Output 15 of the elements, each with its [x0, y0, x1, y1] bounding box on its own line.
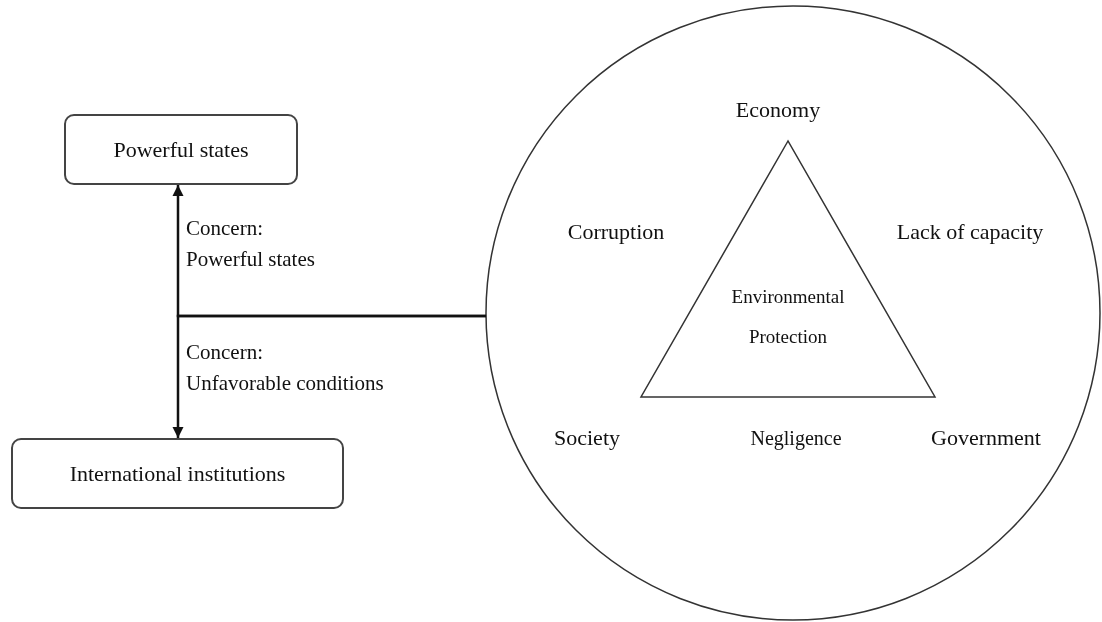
node-label: Environmental Protection [730, 285, 846, 349]
text-label: Economy [735, 97, 821, 123]
circle [485, 5, 1101, 621]
edge-label: Concern: Unfavorable conditions [186, 339, 384, 397]
rounded-box [11, 438, 344, 509]
rounded-box [64, 114, 298, 185]
text-label: Society [554, 425, 620, 451]
arrow [172, 314, 486, 438]
text-label: Lack of capacity [896, 219, 1044, 245]
node-label: International institutions [69, 460, 286, 487]
text-label: Government [931, 425, 1041, 451]
node-label: Powerful states [113, 136, 249, 163]
text-label: Negligence [750, 426, 842, 450]
edge-label: Concern: Powerful states [186, 215, 315, 273]
text-label: Corruption [567, 219, 665, 245]
